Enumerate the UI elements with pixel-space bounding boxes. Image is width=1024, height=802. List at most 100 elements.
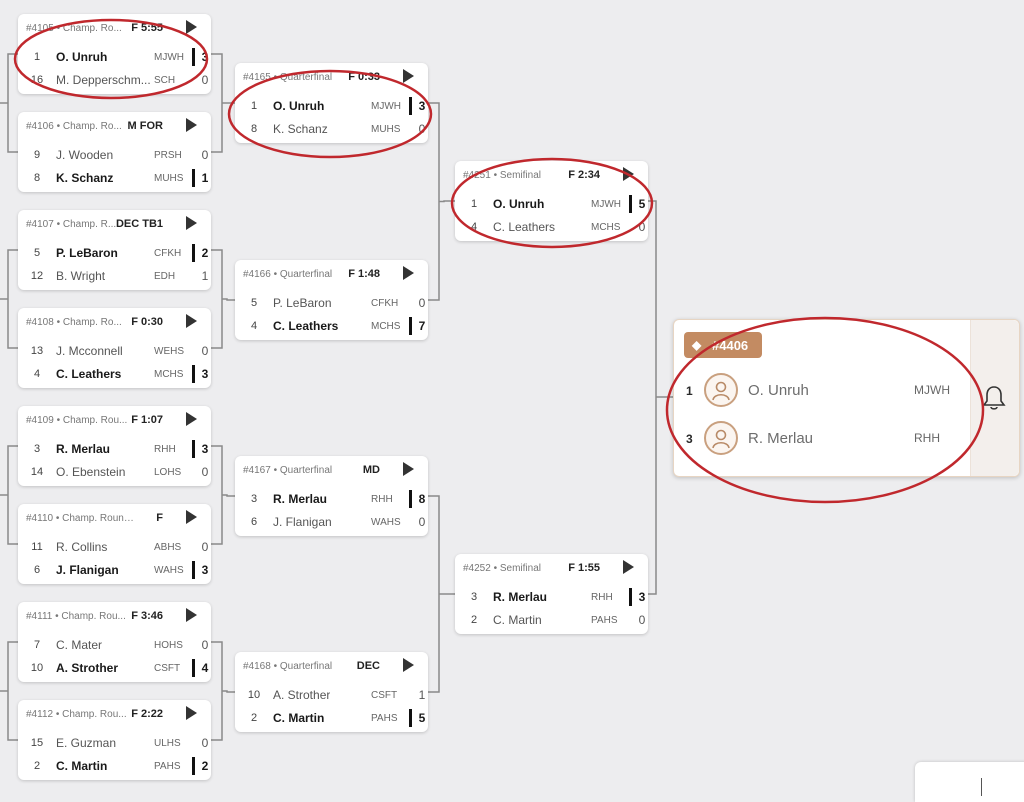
match-header: #4106 • Champ. Ro... M FOR — [26, 118, 203, 134]
play-icon[interactable] — [403, 69, 414, 83]
wrestler-row[interactable]: 2 C. Martin PAHS 0 — [463, 611, 645, 631]
match-header: #4111 • Champ. Rou... F 3:46 — [26, 608, 203, 624]
match-card[interactable]: #4109 • Champ. Rou... F 1:07 3 R. Merlau… — [18, 406, 211, 486]
match-card[interactable]: #4110 • Champ. Round 1 F 11 R. Collins A… — [18, 504, 211, 584]
wrestler-name: K. Schanz — [56, 171, 114, 185]
play-icon[interactable] — [186, 412, 197, 426]
wrestler-row[interactable]: 8 K. Schanz MUHS 1 — [26, 169, 208, 189]
team-abbrev: WEHS — [154, 346, 184, 357]
play-icon[interactable] — [403, 658, 414, 672]
play-icon[interactable] — [186, 118, 197, 132]
play-icon[interactable] — [186, 608, 197, 622]
team-abbrev: SCH — [154, 75, 176, 86]
wrestler-row[interactable]: 16 M. Depperschm... SCH 0 — [26, 71, 208, 91]
seed: 7 — [33, 639, 41, 651]
wrestler-row[interactable]: 12 B. Wright EDH 1 — [26, 267, 208, 287]
final-row-2[interactable]: 3 R. Merlau RHH — [684, 418, 964, 462]
seed: 4 — [250, 320, 258, 332]
seed: 8 — [250, 123, 258, 135]
match-header: #4110 • Champ. Round 1 F — [26, 510, 203, 526]
play-icon[interactable] — [623, 560, 634, 574]
wrestler-row[interactable]: 3 R. Merlau RHH 3 — [463, 588, 645, 608]
wrestler-name: O. Ebenstein — [56, 465, 126, 479]
match-result: MD — [362, 464, 380, 476]
wrestler-row[interactable]: 1 O. Unruh MJWH 3 — [243, 97, 425, 117]
wrestler-row[interactable]: 4 C. Leathers MCHS 7 — [243, 317, 425, 337]
play-icon[interactable] — [186, 20, 197, 34]
winner-bar — [192, 169, 195, 187]
seed: 3 — [33, 443, 41, 455]
match-result: F 2:34 — [568, 169, 600, 181]
score: 0 — [201, 638, 209, 652]
wrestler-row[interactable]: 5 P. LeBaron CFKH 2 — [26, 244, 208, 264]
play-icon[interactable] — [186, 216, 197, 230]
team-abbrev: PAHS — [591, 615, 618, 626]
wrestler-row[interactable]: 6 J. Flanigan WAHS 3 — [26, 561, 208, 581]
match-card[interactable]: #4251 • Semifinal F 2:34 1 O. Unruh MJWH… — [455, 161, 648, 241]
match-id: #4252 • Semifinal — [463, 563, 541, 574]
wrestler-row[interactable]: 14 O. Ebenstein LOHS 0 — [26, 463, 208, 483]
score: 0 — [638, 613, 646, 627]
play-icon[interactable] — [186, 706, 197, 720]
team-abbrev: MCHS — [154, 369, 184, 380]
wrestler-row[interactable]: 2 C. Martin PAHS 5 — [243, 709, 425, 729]
match-header: #4165 • Quarterfinal F 0:33 — [243, 69, 420, 85]
match-card[interactable]: #4166 • Quarterfinal F 1:48 5 P. LeBaron… — [235, 260, 428, 340]
team-abbrev: LOHS — [154, 467, 182, 478]
play-icon[interactable] — [403, 462, 414, 476]
wrestler-row[interactable]: 3 R. Merlau RHH 3 — [26, 440, 208, 460]
wrestler-row[interactable]: 3 R. Merlau RHH 8 — [243, 490, 425, 510]
score: 0 — [418, 296, 426, 310]
play-icon[interactable] — [403, 266, 414, 280]
wrestler-row[interactable]: 9 J. Wooden PRSH 0 — [26, 146, 208, 166]
wrestler-row[interactable]: 6 J. Flanigan WAHS 0 — [243, 513, 425, 533]
connector-line — [222, 298, 235, 301]
wrestler-row[interactable]: 1 O. Unruh MJWH 5 — [463, 195, 645, 215]
play-icon[interactable] — [186, 314, 197, 328]
wrestler-row[interactable]: 7 C. Mater HOHS 0 — [26, 636, 208, 656]
match-card[interactable]: #4252 • Semifinal F 1:55 3 R. Merlau RHH… — [455, 554, 648, 634]
wrestler-row[interactable]: 2 C. Martin PAHS 2 — [26, 757, 208, 777]
score: 3 — [201, 50, 209, 64]
wrestler-name: C. Martin — [493, 613, 542, 627]
match-card[interactable]: #4112 • Champ. Rou... F 2:22 15 E. Guzma… — [18, 700, 211, 780]
bell-icon[interactable] — [982, 384, 1006, 417]
wrestler-row[interactable]: 15 E. Guzman ULHS 0 — [26, 734, 208, 754]
match-result: M FOR — [127, 120, 163, 132]
match-card[interactable]: #4106 • Champ. Ro... M FOR 9 J. Wooden P… — [18, 112, 211, 192]
score: 0 — [201, 540, 209, 554]
match-result: DEC TB1 — [115, 218, 163, 230]
wrestler-row[interactable]: 4 C. Leathers MCHS 0 — [463, 218, 645, 238]
final-bout-badge: ◆ #4406 — [684, 332, 762, 358]
wrestler-row[interactable]: 13 J. Mcconnell WEHS 0 — [26, 342, 208, 362]
play-icon[interactable] — [186, 510, 197, 524]
play-icon[interactable] — [623, 167, 634, 181]
wrestler-row[interactable]: 10 A. Strother CSFT 1 — [243, 686, 425, 706]
match-card[interactable]: #4105 • Champ. Ro... F 5:55 1 O. Unruh M… — [18, 14, 211, 94]
floating-panel[interactable] — [915, 762, 1024, 802]
match-card[interactable]: #4111 • Champ. Rou... F 3:46 7 C. Mater … — [18, 602, 211, 682]
wrestler-row[interactable]: 11 R. Collins ABHS 0 — [26, 538, 208, 558]
wrestler-row[interactable]: 4 C. Leathers MCHS 3 — [26, 365, 208, 385]
team-abbrev: MJWH — [591, 199, 621, 210]
match-card[interactable]: #4168 • Quarterfinal DEC 10 A. Strother … — [235, 652, 428, 732]
match-card[interactable]: #4165 • Quarterfinal F 0:33 1 O. Unruh M… — [235, 63, 428, 143]
final-match-card[interactable]: ◆ #4406 1 O. Unruh MJWH 3 R. Merlau RHH — [673, 319, 1020, 477]
wrestler-name: K. Schanz — [273, 122, 328, 136]
score: 3 — [201, 367, 209, 381]
final-row-1[interactable]: 1 O. Unruh MJWH — [684, 370, 964, 414]
wrestler-row[interactable]: 1 O. Unruh MJWH 3 — [26, 48, 208, 68]
wrestler-row[interactable]: 8 K. Schanz MUHS 0 — [243, 120, 425, 140]
final-wrestler-name: O. Unruh — [748, 382, 809, 399]
connector-line — [222, 690, 235, 693]
match-card[interactable]: #4108 • Champ. Ro... F 0:30 13 J. Mcconn… — [18, 308, 211, 388]
wrestler-row[interactable]: 10 A. Strother CSFT 4 — [26, 659, 208, 679]
seed: 1 — [470, 198, 478, 210]
connector-line — [211, 249, 223, 349]
match-card[interactable]: #4107 • Champ. R... DEC TB1 5 P. LeBaron… — [18, 210, 211, 290]
winner-bar — [192, 561, 195, 579]
wrestler-row[interactable]: 5 P. LeBaron CFKH 0 — [243, 294, 425, 314]
seed: 2 — [33, 760, 41, 772]
winner-bar — [409, 97, 412, 115]
match-card[interactable]: #4167 • Quarterfinal MD 3 R. Merlau RHH … — [235, 456, 428, 536]
